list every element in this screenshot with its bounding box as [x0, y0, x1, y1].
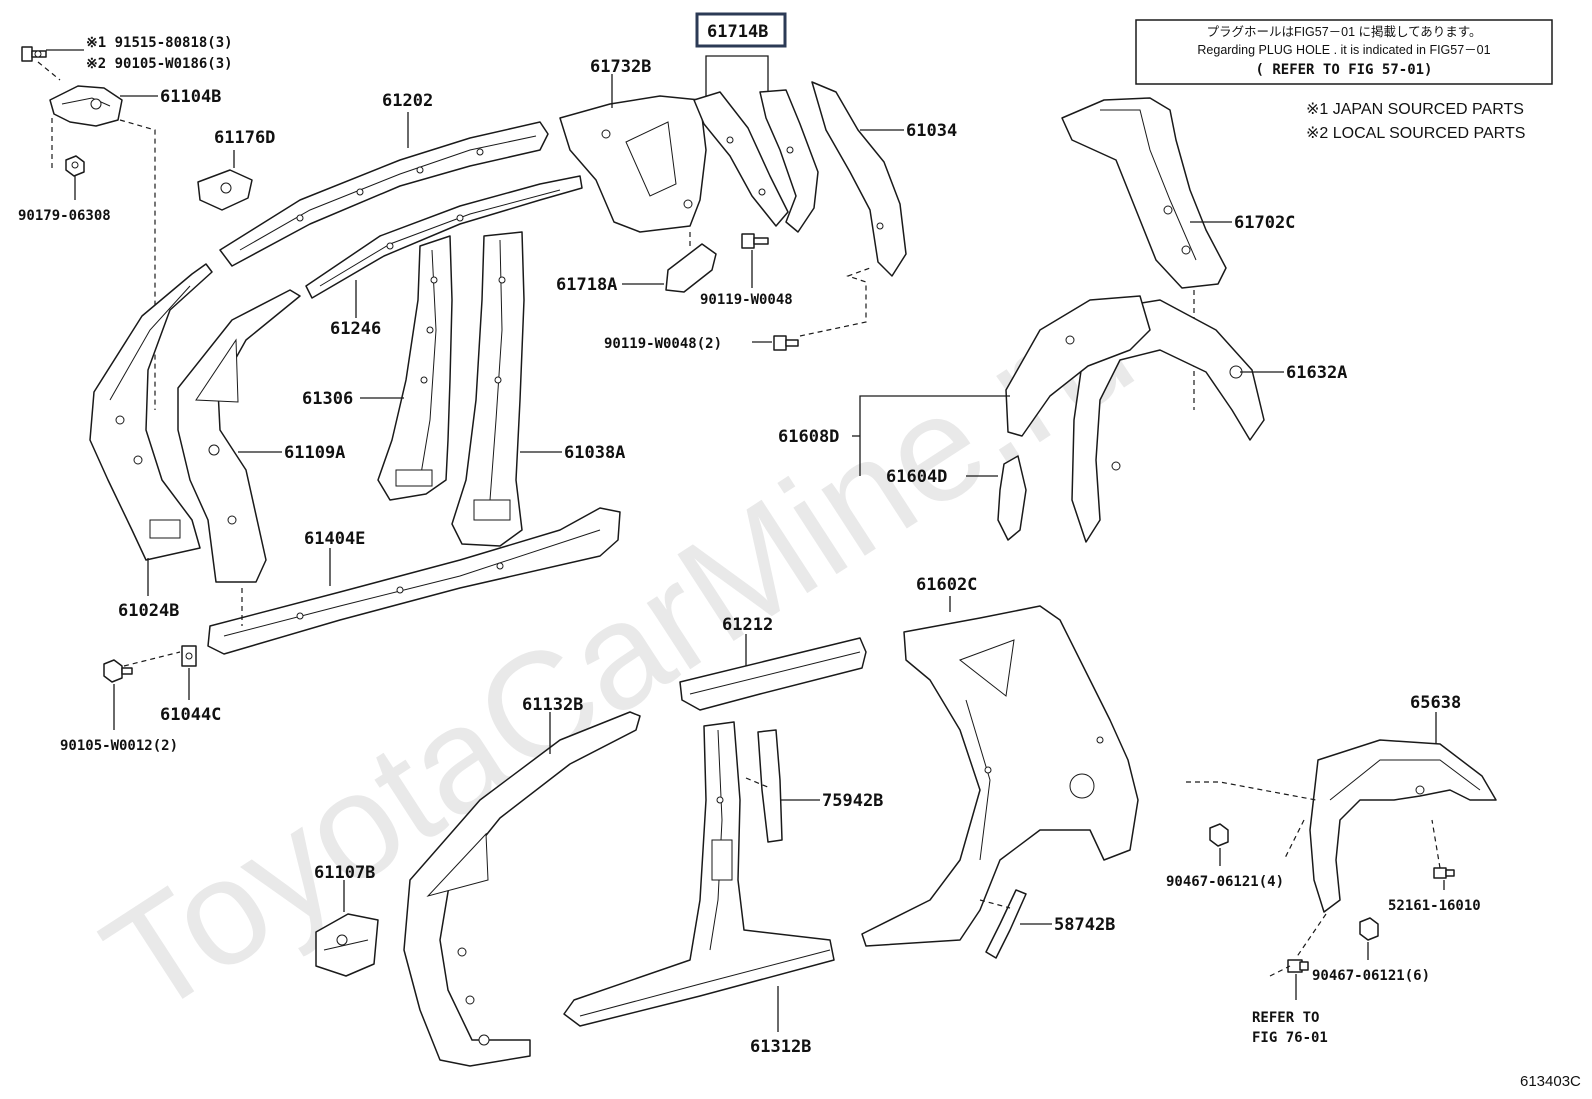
label-65638: 65638: [1410, 693, 1461, 713]
label-61044C: 61044C: [160, 705, 221, 725]
label-61702C: 61702C: [1234, 213, 1295, 233]
label-90179-06308: 90179-06308: [18, 208, 111, 224]
label-61604D: 61604D: [886, 467, 947, 487]
part-61038A-center-pillar-outer: [451, 231, 525, 547]
part-61714B-reinforcement-right: [759, 89, 819, 233]
refer-fig-76-line2: FIG 76-01: [1252, 1030, 1328, 1046]
label-75942B: 75942B: [822, 791, 883, 811]
label-61038A: 61038A: [564, 443, 625, 463]
bolt-90105-icon: [103, 659, 133, 683]
label-61608D: 61608D: [778, 427, 839, 447]
label-61246: 61246: [330, 319, 381, 339]
label-61714B: 61714B: [707, 22, 768, 42]
part-58742B-strip: [985, 889, 1027, 959]
part-61176D-bracket: [197, 169, 253, 211]
part-61604D-bracket: [997, 455, 1027, 541]
bolt-90119-icon: [741, 233, 769, 249]
nut-90179-icon: [65, 155, 85, 177]
label-52161-16010: 52161-16010: [1388, 898, 1481, 914]
part-61306-center-pillar: [377, 235, 453, 501]
part-61312B-center-pillar-rocker: [563, 721, 835, 1027]
label-61404E: 61404E: [304, 529, 365, 549]
part-61404E-rocker: [207, 507, 621, 655]
label-61602C: 61602C: [916, 575, 977, 595]
bolt-90119-pair-icon: [773, 335, 799, 351]
label-61132B: 61132B: [522, 695, 583, 715]
part-61109A-front-pillar-inner: [177, 289, 301, 583]
fastener-label-local: ※2 90105-W0186(3): [86, 56, 233, 72]
info-box: プラグホールはFIG57－01 に掲載してあります。 Regarding PLU…: [1135, 19, 1553, 85]
label-61632A: 61632A: [1286, 363, 1347, 383]
info-en-text: Regarding PLUG HOLE . it is indicated in…: [1197, 43, 1490, 57]
label-61202: 61202: [382, 91, 433, 111]
label-61212: 61212: [722, 615, 773, 635]
part-61602C-quarter-panel: [861, 605, 1139, 947]
note-local-sourced: ※2 LOCAL SOURCED PARTS: [1306, 125, 1525, 142]
label-58742B: 58742B: [1054, 915, 1115, 935]
part-65638-fender-liner: [1309, 739, 1497, 913]
label-90105-W0012: 90105-W0012(2): [60, 738, 178, 754]
fastener-label-japan: ※1 91515-80818(3): [86, 35, 233, 51]
label-90467-06121-4: 90467-06121(4): [1166, 874, 1284, 890]
figure-code: 613403C: [1520, 1073, 1581, 1090]
label-61306: 61306: [302, 389, 353, 409]
part-61246-roof-rail-inner: [305, 175, 583, 299]
label-90467-06121-6: 90467-06121(6): [1312, 968, 1430, 984]
part-61044C-clip: [181, 645, 197, 667]
part-61107B-bracket: [315, 913, 379, 977]
clip-52161-icon: [1433, 867, 1455, 879]
nut-90467-6-icon: [1359, 917, 1379, 941]
label-61034: 61034: [906, 121, 957, 141]
part-61024B-front-pillar: [89, 263, 213, 561]
info-refer-text: ( REFER TO FIG 57-01): [1255, 62, 1432, 78]
part-75942B-moulding: [757, 729, 783, 843]
part-61608D-wheelhouse-inner: [1005, 295, 1151, 437]
label-61312B: 61312B: [750, 1037, 811, 1057]
nut-90467-4-icon: [1209, 823, 1229, 847]
label-61107B: 61107B: [314, 863, 375, 883]
part-61104B-bracket: [49, 85, 123, 127]
part-61714B-reinforcement-left: [693, 91, 789, 227]
note-japan-sourced: ※1 JAPAN SOURCED PARTS: [1306, 101, 1524, 118]
label-61176D: 61176D: [214, 128, 275, 148]
label-61732B: 61732B: [590, 57, 651, 77]
clip-refer-icon: [1287, 959, 1309, 973]
part-61212-roof-rail-outer: [679, 637, 867, 711]
label-61104B: 61104B: [160, 87, 221, 107]
label-61024B: 61024B: [118, 601, 179, 621]
part-61718A-bracket: [665, 243, 717, 293]
label-90119-W0048: 90119-W0048: [700, 292, 793, 308]
part-61202-roof-rail: [219, 121, 549, 267]
part-61034-pillar: [811, 81, 907, 277]
part-61132B-front-pillar-outer: [403, 711, 641, 1067]
label-90119-W0048-2: 90119-W0048(2): [604, 336, 722, 352]
label-61718A: 61718A: [556, 275, 617, 295]
part-61732B-quarter-inner: [559, 95, 707, 233]
refer-fig-76-line1: REFER TO: [1252, 1010, 1319, 1026]
label-61109A: 61109A: [284, 443, 345, 463]
part-61702C-quarter-inner-rear: [1061, 97, 1227, 289]
part-61632A-wheelhouse-outer: [1071, 299, 1265, 543]
highlight-box-61714B: [695, 12, 787, 48]
info-jp-text: プラグホールはFIG57－01 に掲載してあります。: [1206, 24, 1481, 39]
bolt-91515-icon: [21, 46, 47, 62]
